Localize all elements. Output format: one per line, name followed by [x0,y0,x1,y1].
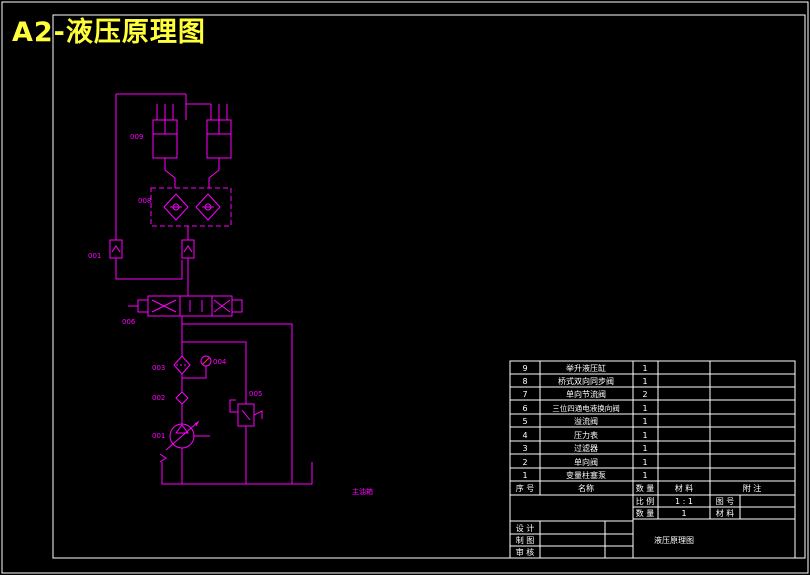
lift-cylinder-right [185,94,232,159]
label-check-valve-left: 001 [88,252,101,260]
table-cell: 1 [642,471,647,480]
parts-row: 8 桥式双向同步阀 1 [522,376,647,386]
label-check-valve-pump: 002 [152,394,165,402]
parts-row: 1 变量柱塞泵 1 [522,470,647,480]
parts-row: 6 三位四通电液换向阀 1 [522,403,647,413]
table-cell: 三位四通电液换向阀 [552,403,620,413]
parts-list-text: 9 举升液压缸 1 8 桥式双向同步阀 1 7 单向节流阀 2 6 三位四通电液… [516,363,762,493]
label-tank: 主油箱 [352,487,373,496]
scale-value: 1 : 1 [675,497,693,506]
table-cell: 桥式双向同步阀 [558,376,614,386]
parts-row: 7 单向节流阀 2 [522,389,647,399]
table-cell: 2 [522,458,527,467]
parts-row: 9 举升液压缸 1 [522,363,647,373]
table-cell: 1 [642,417,647,426]
relief-valve [182,341,263,484]
sheet-inner-frame [52,14,806,559]
table-cell: 1 [642,458,647,467]
material-label: 材 料 [716,508,735,518]
check-throttle-right [181,239,195,296]
table-cell: 材 料 [675,483,694,493]
table-cell: 1 [642,444,647,453]
table-cell: 溢流阀 [574,416,598,426]
table-cell: 单向节流阀 [566,389,606,399]
review-label: 审 核 [516,547,535,557]
table-cell: 过滤器 [574,443,598,453]
variable-pump [159,420,210,484]
table-cell: 9 [522,364,527,373]
hydraulic-circuit [109,93,313,485]
table-cell: 1 [522,471,527,480]
table-cell: 1 [642,431,647,440]
parts-header: 序 号 名称 数 量 材 料 附 注 [516,483,762,493]
label-filter: 003 [152,364,165,372]
table-cell: 1 [642,364,647,373]
tank [161,462,313,485]
quantity-value: 1 [681,509,686,518]
design-label: 设 计 [516,523,535,533]
parts-list [509,360,796,496]
bridge-valve-right [195,193,221,221]
table-cell: 序 号 [516,483,535,493]
table-cell: 1 [642,377,647,386]
pressure-line [181,316,293,484]
table-cell: 3 [522,444,527,453]
table-cell: 1 [642,404,647,413]
drawing-no-label: 图 号 [716,497,735,506]
title-block-text: 比 例 1 : 1 图 号 数 量 1 材 料 设 计 制 图 审 核 液压原理… [516,496,735,557]
directional-valve [128,295,243,317]
table-cell: 单向阀 [574,457,598,467]
drawing-name: 液压原理图 [654,535,694,545]
table-cell: 8 [522,377,527,386]
parts-row: 4 压力表 1 [522,430,647,440]
table-cell: 举升液压缸 [566,363,606,373]
parts-row: 2 单向阀 1 [522,457,647,467]
parts-row: 3 过滤器 1 [522,443,647,453]
table-cell: 4 [522,431,527,440]
check-throttle-left [109,235,123,259]
table-cell: 压力表 [574,430,598,440]
table-cell: 2 [642,390,647,399]
label-directional-valve: 006 [122,318,136,326]
quantity-label: 数 量 [636,508,655,518]
check-valve-pump [175,391,189,405]
table-cell: 7 [522,390,527,399]
label-gauge: 004 [213,358,227,366]
table-cell: 名称 [578,483,594,493]
component-labels: 009 008 001 006 003 004 002 005 001 主油箱 [88,133,373,496]
title-block [509,494,796,559]
label-relief-valve: 005 [249,390,262,398]
label-bridge-valve: 008 [138,197,151,205]
scale-label: 比 例 [636,496,655,506]
draw-label: 制 图 [516,535,535,545]
table-cell: 附 注 [743,483,762,493]
table-cell: 5 [522,417,527,426]
table-cell: 6 [522,404,527,413]
table-cell: 变量柱塞泵 [566,470,606,480]
label-pump: 001 [152,432,165,440]
label-cylinders: 009 [130,133,143,141]
lift-cylinder-left [152,94,187,159]
bridge-valve-left [163,193,189,221]
bridge-valve-box [150,187,232,227]
parts-row: 5 溢流阀 1 [522,416,647,426]
pressure-gauge [182,355,212,379]
drawing-title: A2-液压原理图 [12,17,206,48]
table-cell: 数 量 [636,483,655,493]
